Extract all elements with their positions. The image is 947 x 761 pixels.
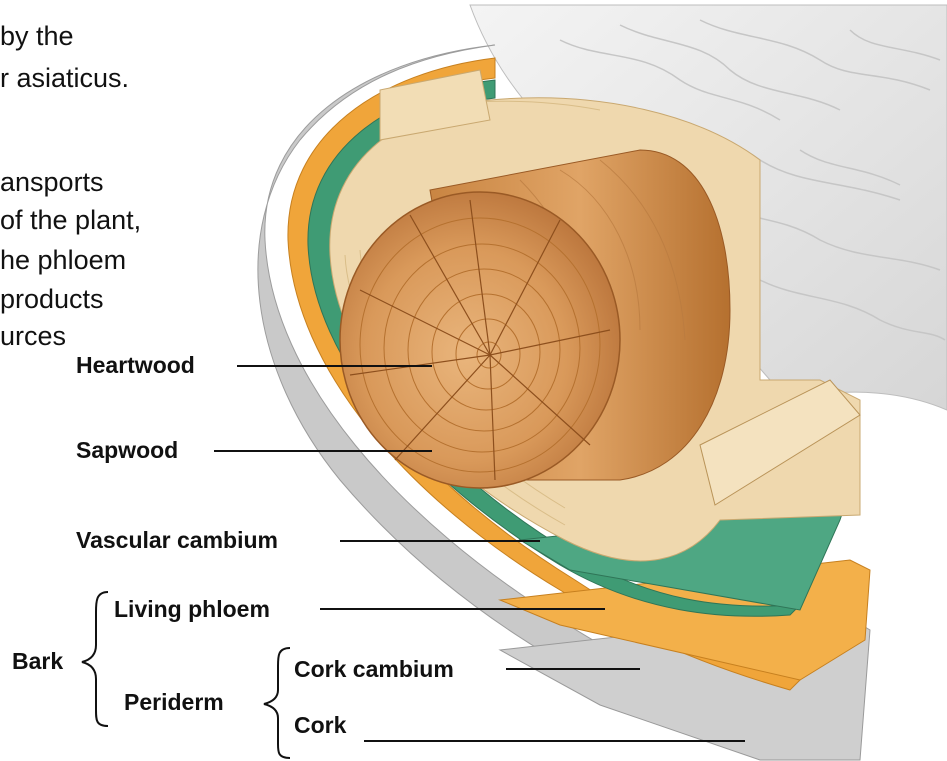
periderm-brace	[264, 648, 290, 758]
background-text-line: ansports	[0, 166, 104, 198]
bark-label: Bark	[12, 648, 63, 675]
periderm-label: Periderm	[124, 689, 224, 716]
background-text-line: by the	[0, 20, 74, 52]
heartwood-face	[340, 192, 620, 488]
background-text-line: he phloem	[0, 244, 126, 276]
living-phloem-label: Living phloem	[114, 596, 270, 623]
cork-cambium-label: Cork cambium	[294, 656, 454, 683]
cork-label: Cork	[294, 712, 346, 739]
heartwood-label: Heartwood	[76, 352, 195, 379]
background-text-line: of the plant,	[0, 204, 141, 236]
background-text-line: urces	[0, 320, 66, 352]
background-text-line: products	[0, 283, 104, 315]
sapwood-label: Sapwood	[76, 437, 178, 464]
background-text-line: r asiaticus.	[0, 62, 129, 94]
vascular-cambium-label: Vascular cambium	[76, 527, 278, 554]
bark-brace	[82, 592, 108, 726]
